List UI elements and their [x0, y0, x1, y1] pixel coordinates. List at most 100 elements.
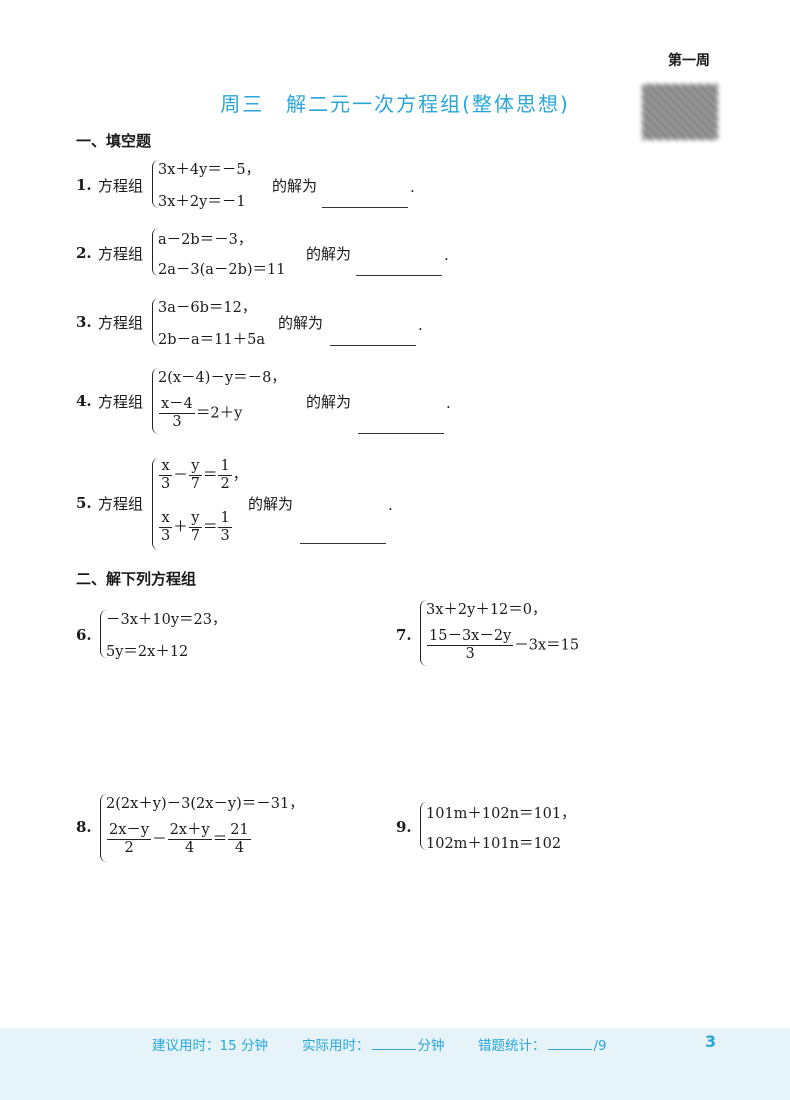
- numerator: 2x－y: [107, 822, 152, 840]
- denominator: 7: [190, 476, 200, 492]
- operator: ＝: [202, 467, 218, 484]
- denominator: 3: [161, 476, 171, 492]
- equation-2: 3x＋2y＝－1: [158, 194, 246, 210]
- problem-number: 6.: [76, 626, 92, 644]
- qr-code-icon: [642, 84, 718, 140]
- operator: ＝: [212, 831, 228, 848]
- period: .: [418, 316, 423, 334]
- total-count: /9: [593, 1038, 607, 1054]
- period: .: [444, 246, 449, 264]
- numerator: x: [159, 510, 173, 528]
- problem-number: 7.: [396, 626, 412, 644]
- solution-label: 的解为: [306, 245, 352, 263]
- page-title: 周三 解二元一次方程组(整体思想): [220, 92, 570, 116]
- system-label: 方程组: [98, 495, 144, 513]
- numerator: 2x＋y: [167, 822, 212, 840]
- system-brace: [420, 600, 427, 666]
- actual-time: 实际用时： 分钟: [302, 1034, 445, 1054]
- problem-number: 2.: [76, 244, 92, 262]
- wrong-count-label: 错题统计：: [478, 1038, 546, 1054]
- equation-1: 101m＋102n＝101，: [426, 806, 576, 822]
- equation-2: 5y＝2x＋12: [106, 644, 189, 660]
- numerator: 1: [218, 458, 232, 476]
- system-label: 方程组: [98, 393, 144, 411]
- numerator: 1: [218, 510, 232, 528]
- wrong-count: 错题统计： /9: [478, 1034, 607, 1054]
- system-brace: [100, 610, 107, 658]
- system-brace: [152, 298, 159, 346]
- numerator: x: [159, 458, 173, 476]
- problem-number: 9.: [396, 818, 412, 836]
- week-label: 第一周: [668, 53, 710, 69]
- answer-blank[interactable]: [358, 432, 444, 434]
- answer-blank[interactable]: [300, 542, 386, 544]
- page-number: 3: [705, 1032, 717, 1051]
- problem-number: 5.: [76, 494, 92, 512]
- operator: ＝: [202, 519, 218, 536]
- period: .: [410, 178, 415, 196]
- equation-1: a－2b＝－3，: [158, 232, 253, 248]
- system-label: 方程组: [98, 177, 144, 195]
- numerator: 15－3x－2y: [427, 628, 514, 646]
- equation-1: 3x＋4y＝－5，: [158, 162, 261, 178]
- system-brace: [152, 368, 159, 434]
- operator: －: [173, 467, 188, 484]
- actual-time-blank[interactable]: [371, 1037, 416, 1050]
- denominator: 3: [161, 528, 171, 544]
- numerator: 21: [228, 822, 251, 840]
- denominator: 2: [220, 476, 230, 492]
- system-brace: [100, 794, 107, 862]
- operator: －: [152, 831, 167, 848]
- numerator: y: [188, 510, 202, 528]
- problem-number: 1.: [76, 176, 92, 194]
- answer-blank[interactable]: [356, 274, 442, 276]
- denominator: 2: [124, 840, 134, 856]
- numerator: x－4: [159, 396, 195, 414]
- equation-2: 2a－3(a－2b)＝11: [158, 262, 286, 278]
- actual-time-label: 实际用时：: [302, 1038, 370, 1054]
- period: .: [388, 496, 393, 514]
- suggested-time: 建议用时：15 分钟: [152, 1038, 268, 1054]
- footer-bar: [0, 1028, 790, 1100]
- denominator: 4: [234, 840, 245, 856]
- equation-rest: ＝2＋y: [195, 405, 243, 422]
- solution-label: 的解为: [306, 393, 352, 411]
- denominator: 3: [465, 646, 475, 662]
- problem-number: 4.: [76, 392, 92, 410]
- denominator: 3: [172, 414, 182, 430]
- period: .: [446, 394, 451, 412]
- equation-1: 3x＋2y＋12＝0，: [426, 602, 547, 618]
- numerator: y: [188, 458, 202, 476]
- answer-blank[interactable]: [322, 206, 408, 208]
- problem-number: 3.: [76, 313, 92, 331]
- system-brace: [152, 228, 159, 276]
- solution-label: 的解为: [272, 177, 318, 195]
- system-label: 方程组: [98, 245, 144, 263]
- wrong-count-blank[interactable]: [547, 1037, 592, 1050]
- equation-1: 3a－6b＝12，: [158, 300, 257, 316]
- equation-2: 2b－a＝11＋5a: [158, 332, 265, 348]
- section-solve-title: 二、解下列方程组: [76, 570, 197, 588]
- equation-2: 102m＋101n＝102: [426, 836, 562, 852]
- denominator: 3: [220, 528, 230, 544]
- answer-blank[interactable]: [330, 344, 416, 346]
- solution-label: 的解为: [278, 314, 324, 332]
- minutes-label: 分钟: [417, 1038, 445, 1054]
- equation-1: 2(2x＋y)－3(2x－y)＝－31，: [106, 796, 304, 812]
- denominator: 7: [190, 528, 200, 544]
- section-fill-title: 一、填空题: [76, 132, 152, 150]
- system-label: 方程组: [98, 314, 144, 332]
- comma: ，: [232, 467, 248, 484]
- system-brace: [420, 802, 427, 850]
- equation-rest: －3x＝15: [514, 637, 580, 654]
- system-brace: [152, 458, 159, 550]
- problem-number: 8.: [76, 818, 92, 836]
- denominator: 4: [185, 840, 195, 856]
- solution-label: 的解为: [248, 495, 294, 513]
